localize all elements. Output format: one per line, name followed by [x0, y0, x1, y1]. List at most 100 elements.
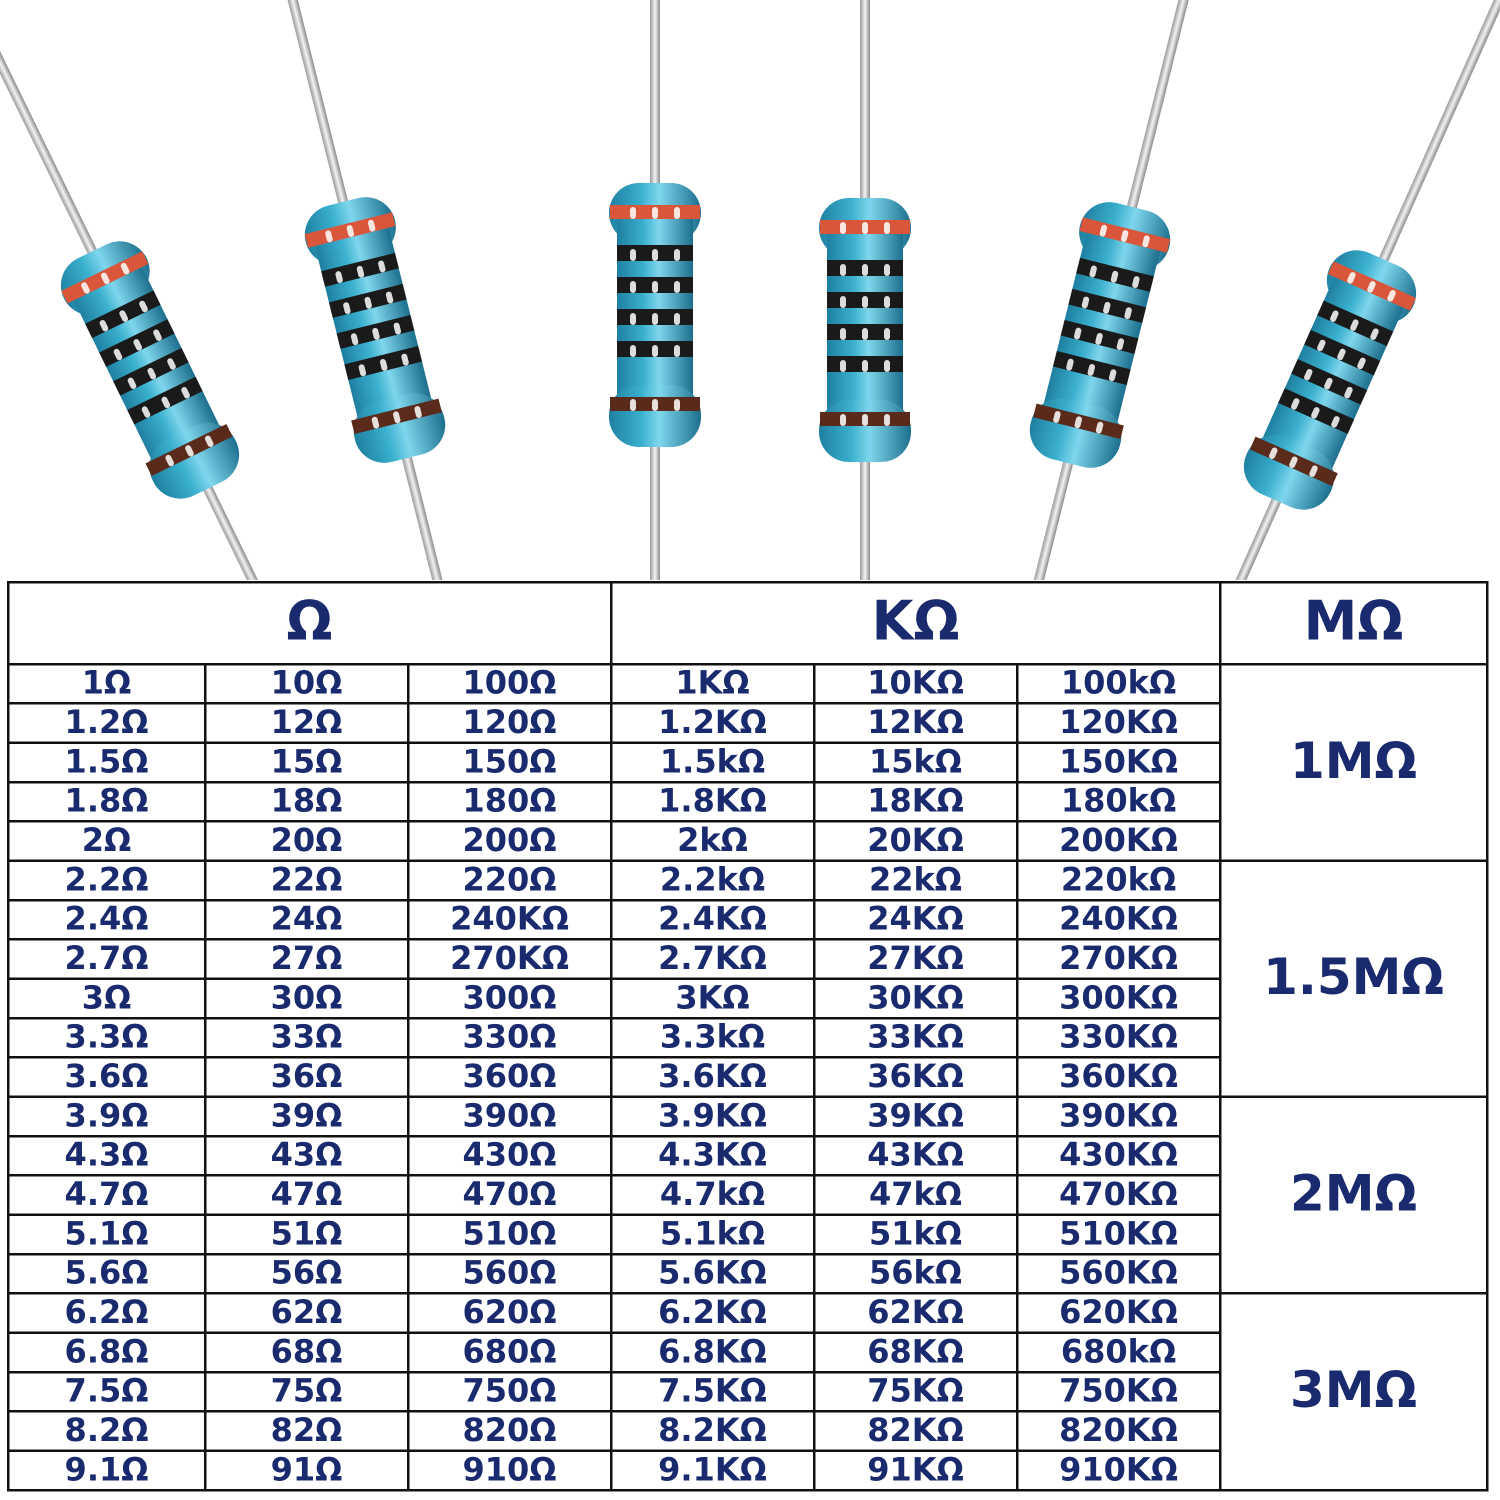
- resistance-value-cell: 5.6KΩ: [658, 1254, 767, 1292]
- resistance-value-cell: 2.4KΩ: [658, 900, 767, 938]
- resistance-value-cell: 24Ω: [271, 900, 343, 938]
- resistance-value-cell: 150KΩ: [1059, 742, 1178, 780]
- resistance-value-cell: 7.5KΩ: [658, 1372, 767, 1410]
- highlight: [350, 333, 359, 346]
- highlight: [862, 328, 868, 340]
- resistance-value-cell: 4.3KΩ: [658, 1136, 767, 1174]
- highlight: [393, 322, 402, 335]
- highlight: [358, 364, 367, 377]
- resistance-value-cell: 27KΩ: [867, 939, 964, 977]
- resistance-value-cell: 2kΩ: [677, 821, 748, 859]
- highlight: [1317, 339, 1326, 352]
- resistance-value-cell: 1.8KΩ: [658, 782, 767, 820]
- resistance-value-cell: 3.6Ω: [65, 1057, 149, 1095]
- resistance-value-cell: 220kΩ: [1061, 860, 1176, 898]
- resistance-value-cell: 300Ω: [463, 978, 557, 1016]
- highlight: [1110, 270, 1119, 283]
- resistance-value-cell: 51kΩ: [869, 1214, 962, 1252]
- highlight: [120, 262, 130, 275]
- resistance-value-cell: 43Ω: [271, 1136, 343, 1174]
- highlight: [1387, 290, 1396, 302]
- resistance-value-cell: 220Ω: [463, 860, 557, 898]
- highlight: [862, 222, 868, 234]
- highlight: [884, 328, 890, 340]
- resistor-3: [609, 0, 701, 580]
- resistance-value-cell: 4.7Ω: [65, 1175, 149, 1213]
- highlight: [1053, 411, 1061, 423]
- highlight: [674, 281, 680, 293]
- resistor-6: [1154, 0, 1500, 580]
- resistance-value-cell: 820KΩ: [1059, 1411, 1178, 1449]
- resistance-value-cell: 91KΩ: [867, 1450, 964, 1488]
- highlight: [630, 345, 636, 357]
- column-group-header: Ω: [287, 590, 333, 653]
- resistance-value-cell: 510KΩ: [1059, 1214, 1178, 1252]
- megaohm-value: 1.5MΩ: [1263, 948, 1444, 1006]
- resistance-value-cell: 8.2Ω: [65, 1411, 149, 1449]
- resistance-value-cell: 39KΩ: [867, 1096, 964, 1134]
- highlight: [1357, 357, 1366, 370]
- resistance-value-cell: 2.4Ω: [65, 900, 149, 938]
- highlight: [884, 264, 890, 276]
- resistance-value-cell: 1Ω: [82, 664, 131, 702]
- highlight: [139, 300, 148, 313]
- resistance-value-cell: 9.1Ω: [65, 1450, 149, 1488]
- highlight: [674, 249, 680, 261]
- highlight: [167, 358, 176, 370]
- resistance-value-cell: 2.7Ω: [65, 939, 149, 977]
- highlight: [372, 327, 380, 340]
- resistance-value-cell: 3.9Ω: [65, 1096, 149, 1134]
- resistance-value-cell: 4.3Ω: [65, 1136, 149, 1174]
- resistance-value-cell: 62Ω: [271, 1293, 343, 1331]
- resistance-value-cell: 91Ω: [271, 1450, 343, 1488]
- highlight: [652, 313, 658, 325]
- highlight: [840, 414, 846, 426]
- resistance-value-cell: 1.2KΩ: [658, 703, 767, 741]
- resistance-value-cell: 62KΩ: [867, 1293, 964, 1331]
- highlight: [81, 282, 90, 294]
- resistance-value-cell: 750Ω: [463, 1372, 557, 1410]
- resistance-value-cell: 100Ω: [463, 664, 557, 702]
- resistor-2: [268, 0, 482, 580]
- highlight: [652, 207, 658, 219]
- highlight: [343, 302, 351, 315]
- highlight: [840, 328, 846, 340]
- highlight: [1291, 398, 1300, 410]
- resistance-value-cell: 430Ω: [463, 1136, 557, 1174]
- resistance-value-cell: 510Ω: [463, 1214, 557, 1252]
- highlight: [127, 377, 137, 389]
- resistance-value-cell: 5.1Ω: [65, 1214, 149, 1252]
- resistance-value-cell: 240KΩ: [1059, 900, 1178, 938]
- resistance-value-cell: 240KΩ: [450, 900, 569, 938]
- resistance-value-cell: 3KΩ: [675, 978, 749, 1016]
- resistance-value-cell: 12KΩ: [867, 703, 964, 741]
- resistance-value-cell: 560KΩ: [1059, 1254, 1178, 1292]
- highlight: [181, 387, 190, 399]
- resistance-value-cell: 270KΩ: [1059, 939, 1178, 977]
- resistance-value-cell: 300KΩ: [1059, 978, 1178, 1016]
- resistance-value-cell: 180kΩ: [1061, 782, 1176, 820]
- resistance-value-cell: 10KΩ: [867, 664, 964, 702]
- resistance-value-cell: 47kΩ: [869, 1175, 962, 1213]
- resistance-value-cell: 43KΩ: [867, 1136, 964, 1174]
- highlight: [884, 414, 890, 426]
- highlight: [204, 435, 214, 447]
- resistance-value-cell: 20Ω: [271, 821, 343, 859]
- highlight: [884, 222, 890, 234]
- megaohm-value: 1MΩ: [1290, 732, 1417, 790]
- highlight: [1074, 416, 1082, 429]
- resistance-value-cell: 82KΩ: [867, 1411, 964, 1449]
- highlight: [414, 406, 422, 418]
- highlight: [862, 264, 868, 276]
- resistance-value-cell: 5.6Ω: [65, 1254, 149, 1292]
- highlight: [630, 207, 636, 219]
- resistance-value-cell: 20KΩ: [867, 821, 964, 859]
- highlight: [356, 265, 365, 278]
- resistance-value-cell: 470KΩ: [1059, 1175, 1178, 1213]
- highlight: [133, 339, 143, 351]
- resistance-value-cell: 15Ω: [271, 742, 343, 780]
- resistance-value-cell: 24KΩ: [867, 900, 964, 938]
- resistance-value-cell: 620Ω: [463, 1293, 557, 1331]
- resistance-value-cell: 620KΩ: [1059, 1293, 1178, 1331]
- highlight: [862, 414, 868, 426]
